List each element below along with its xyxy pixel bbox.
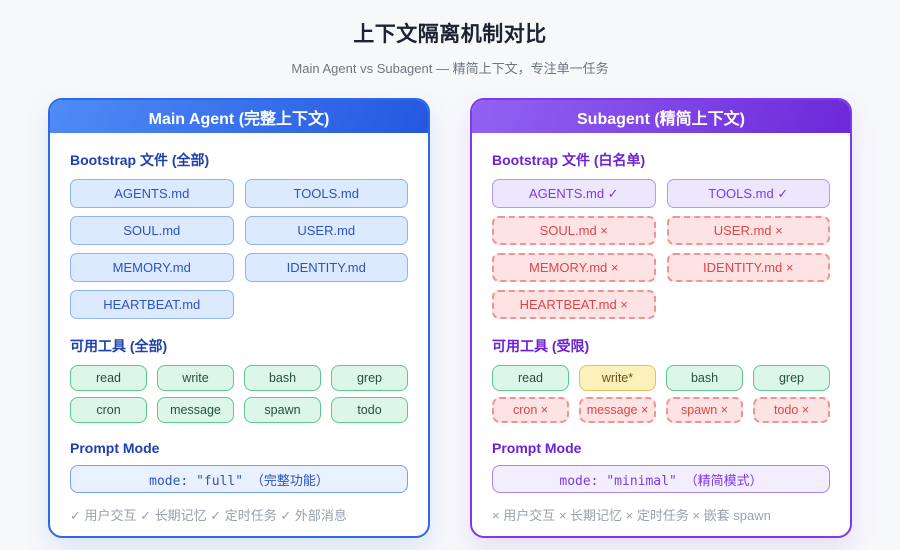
file-chip: AGENTS.md bbox=[70, 179, 234, 208]
file-chip: USER.md bbox=[244, 216, 408, 245]
tool-chip: spawn bbox=[244, 397, 321, 423]
file-chip: IDENTITY.md bbox=[244, 253, 408, 282]
subagent-panel-title: Subagent (精简上下文) bbox=[472, 100, 850, 133]
subagent-panel: Subagent (精简上下文) Bootstrap 文件 (白名单) AGEN… bbox=[470, 98, 852, 538]
capability-summary: × 用户交互 × 长期记忆 × 定时任务 × 嵌套 spawn bbox=[492, 508, 771, 523]
tool-chip: message bbox=[157, 397, 234, 423]
tool-chip: write bbox=[157, 365, 234, 391]
bootstrap-section-label: Bootstrap 文件 (白名单) bbox=[492, 152, 646, 168]
file-chip: USER.md × bbox=[666, 216, 830, 245]
tool-chip: cron × bbox=[492, 397, 569, 423]
tool-chip: grep bbox=[331, 365, 408, 391]
tool-chip: message × bbox=[579, 397, 656, 423]
subagent-panel-body: Bootstrap 文件 (白名单) AGENTS.md ✓ TOOLS.md ✓… bbox=[472, 133, 850, 536]
file-chip: MEMORY.md bbox=[70, 253, 234, 282]
file-chip: HEARTBEAT.md bbox=[70, 290, 234, 319]
capability-summary: ✓ 用户交互 ✓ 长期记忆 ✓ 定时任务 ✓ 外部消息 bbox=[70, 508, 347, 523]
page-subtitle: Main Agent vs Subagent — 精简上下文，专注单一任务 bbox=[291, 61, 609, 76]
prompt-mode-value: mode: "minimal" （精简模式） bbox=[492, 465, 830, 493]
tool-chip: todo bbox=[331, 397, 408, 423]
file-chip: SOUL.md × bbox=[492, 216, 656, 245]
tool-chip: write* bbox=[579, 365, 656, 391]
tool-chip: grep bbox=[753, 365, 830, 391]
tool-chip: cron bbox=[70, 397, 147, 423]
bootstrap-section-label: Bootstrap 文件 (全部) bbox=[70, 152, 210, 168]
file-chip: MEMORY.md × bbox=[492, 253, 656, 282]
prompt-mode-value: mode: "full" （完整功能） bbox=[70, 465, 408, 493]
tool-chip: bash bbox=[244, 365, 321, 391]
tool-grid: read write* bash grep cron × message × spawn ×… bbox=[492, 365, 830, 423]
tool-chip: bash bbox=[666, 365, 743, 391]
prompt-mode-label: Prompt Mode bbox=[70, 440, 160, 456]
file-chip: HEARTBEAT.md × bbox=[492, 290, 656, 319]
tool-grid: read write bash grep cron message spawn todo bbox=[70, 365, 408, 423]
file-chip: SOUL.md bbox=[70, 216, 234, 245]
page-title: 上下文隔离机制对比 bbox=[353, 23, 547, 46]
file-chip: TOOLS.md ✓ bbox=[666, 179, 830, 208]
tool-chip: todo × bbox=[753, 397, 830, 423]
tools-section-label: 可用工具 (受限) bbox=[492, 338, 590, 354]
prompt-mode-label: Prompt Mode bbox=[492, 440, 582, 456]
comparison-cards: Main Agent (完整上下文) Bootstrap 文件 (全部) AGE… bbox=[48, 98, 852, 538]
file-chip: TOOLS.md bbox=[244, 179, 408, 208]
file-chip: IDENTITY.md × bbox=[666, 253, 830, 282]
tool-chip: spawn × bbox=[666, 397, 743, 423]
tools-section-label: 可用工具 (全部) bbox=[70, 338, 168, 354]
main-agent-panel: Main Agent (完整上下文) Bootstrap 文件 (全部) AGE… bbox=[48, 98, 430, 538]
tool-chip: read bbox=[70, 365, 147, 391]
bootstrap-file-grid: AGENTS.md ✓ TOOLS.md ✓ SOUL.md × USER.md × M… bbox=[492, 179, 830, 319]
tool-chip: read bbox=[492, 365, 569, 391]
main-agent-panel-title: Main Agent (完整上下文) bbox=[50, 100, 428, 133]
file-chip: AGENTS.md ✓ bbox=[492, 179, 656, 208]
